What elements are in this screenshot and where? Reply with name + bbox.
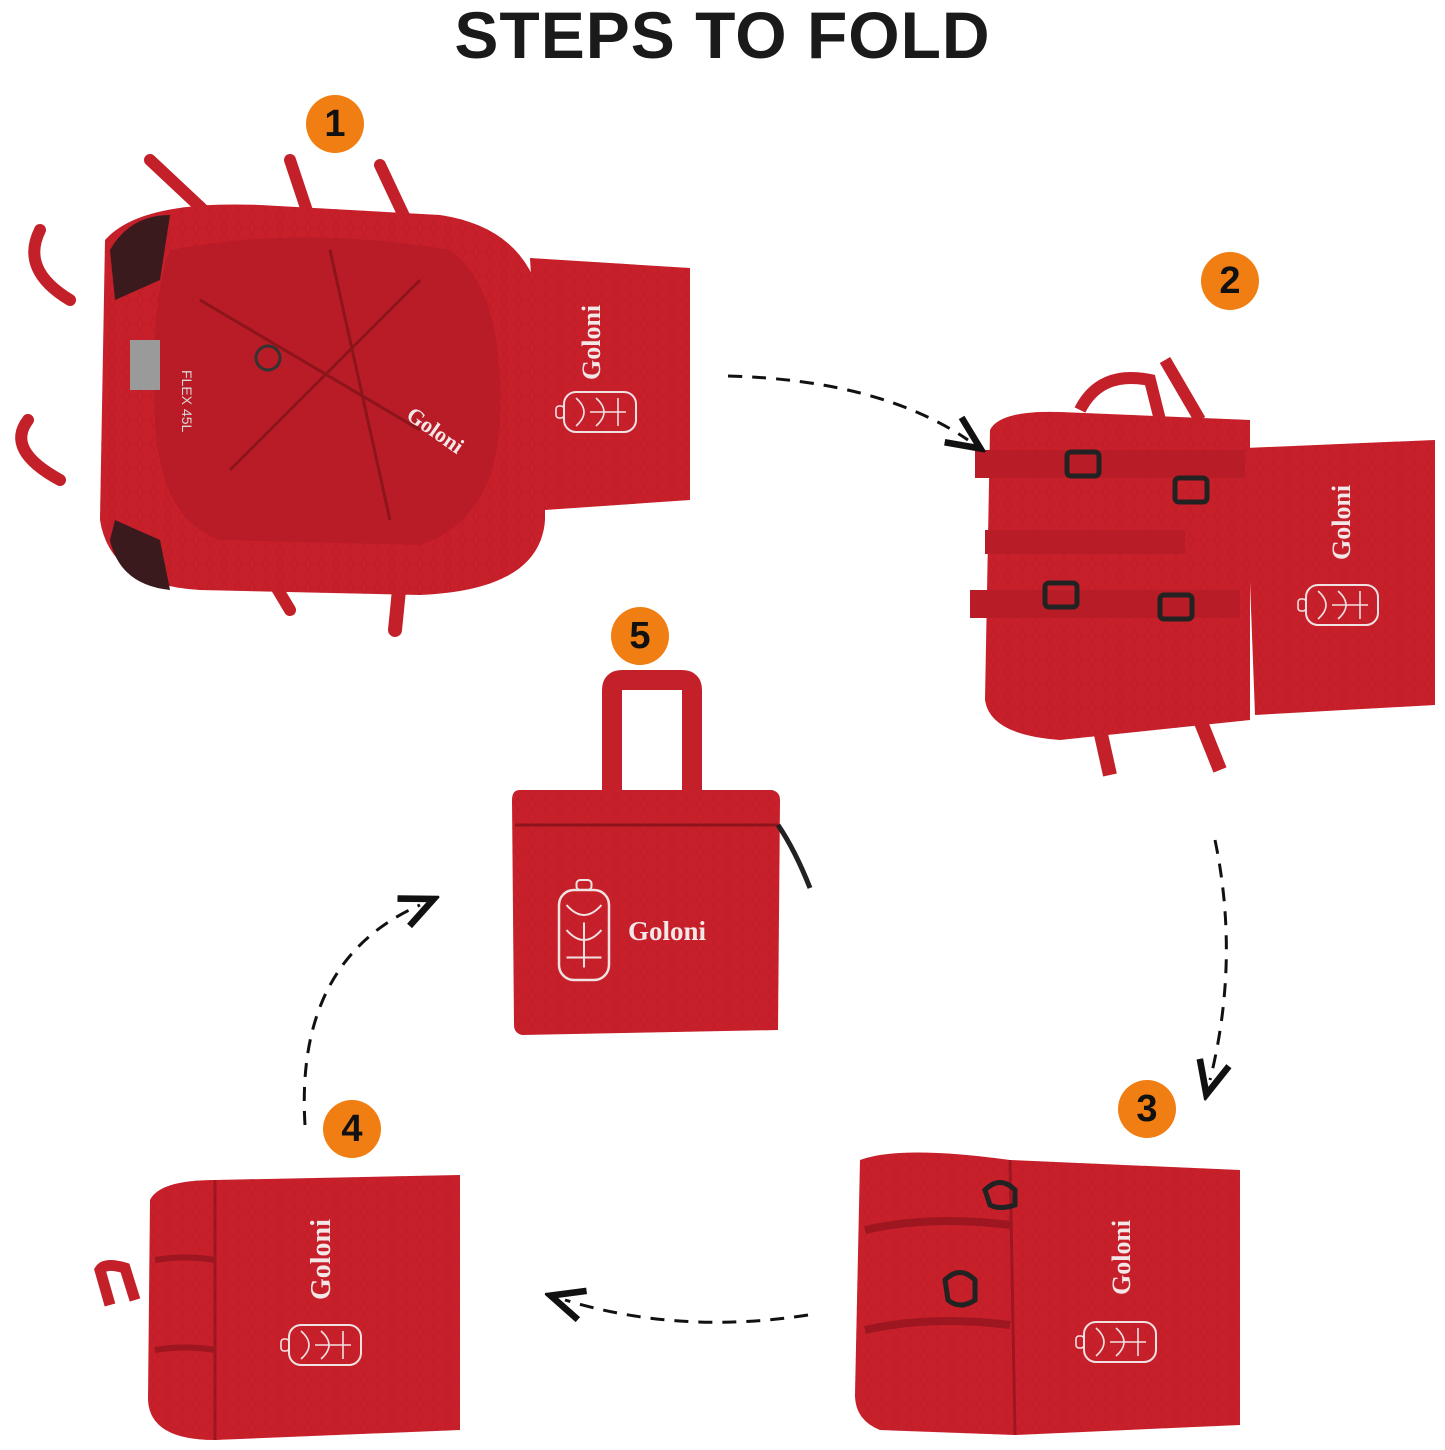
step-1-capacity-tag: FLEX 45L [179, 370, 195, 432]
step-5-pouch: Goloni [512, 670, 813, 1035]
step-3-brand: Goloni [1107, 1220, 1136, 1295]
step-4-badge: 4 [323, 1100, 381, 1158]
step-4-brand: Goloni [306, 1219, 337, 1300]
step-5-badge: 5 [611, 607, 669, 665]
arrow-step-3-to-4 [565, 1300, 809, 1324]
step-2-brand: Goloni [1327, 485, 1356, 560]
step-2-badge: 2 [1201, 252, 1259, 310]
step-5-brand: Goloni [628, 916, 707, 946]
page-title: STEPS TO FOLD [454, 0, 991, 72]
step-1-pocket-brand: Goloni [577, 305, 606, 380]
arrow-step-2-to-3 [1210, 839, 1226, 1080]
arrow-step-1-to-2 [727, 374, 968, 440]
step-2-backpack: Goloni [970, 356, 1435, 777]
step-1-badge: 1 [306, 95, 364, 153]
arrow-step-4-to-5 [302, 905, 420, 1126]
step-3-backpack: Goloni [855, 1152, 1240, 1436]
step-3-badge: 3 [1118, 1080, 1176, 1138]
step-4-backpack: Goloni [94, 1175, 460, 1440]
step-1-backpack: FLEX 45L Goloni Goloni [15, 154, 690, 637]
